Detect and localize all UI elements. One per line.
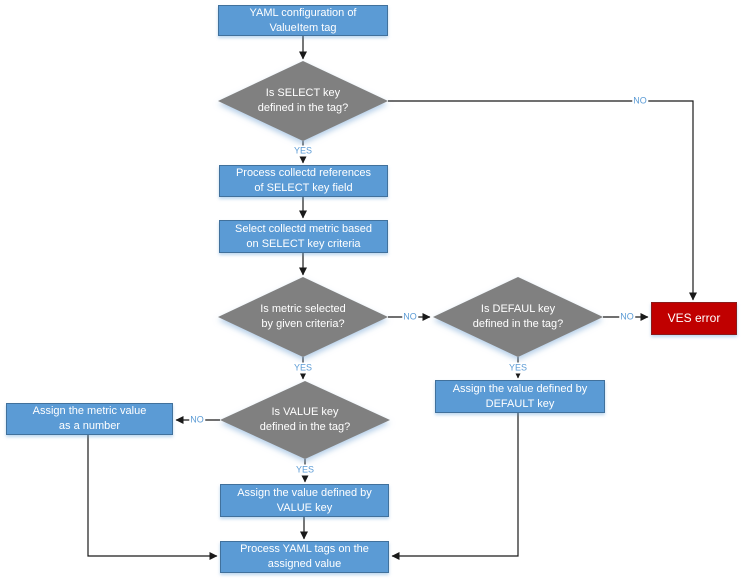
node-label: Process YAML tags on the assigned value	[240, 543, 369, 570]
node-process-yaml-tags: Process YAML tags on the assigned value	[220, 541, 389, 573]
node-label: YAML configuration of ValueItem tag	[249, 6, 357, 34]
node-label: Process collectd references of SELECT ke…	[235, 167, 372, 194]
edge-label-select-no: NO	[632, 95, 648, 107]
decision-label: Is DEFAUL key defined in the tag?	[472, 302, 564, 330]
edge-label-value-no: NO	[189, 414, 205, 426]
decision-label: Is VALUE key defined in the tag?	[259, 405, 351, 433]
decision-label: Is metric selected by given criteria?	[260, 302, 346, 330]
edge-label-default-yes: YES	[507, 362, 529, 374]
decision-select-key: Is SELECT key defined in the tag?	[218, 61, 388, 141]
decision-default-key: Is DEFAUL key defined in the tag?	[433, 277, 603, 357]
node-assign-default: Assign the value defined by DEFAULT key	[435, 380, 605, 413]
edge-label-select-yes: YES	[292, 145, 314, 157]
node-label: Assign the metric value as a number	[32, 405, 147, 432]
edge-label-metric-no: NO	[402, 311, 418, 323]
node-ves-error: VES error	[651, 302, 737, 335]
node-process-references: Process collectd references of SELECT ke…	[219, 165, 388, 197]
edge-label-value-yes: YES	[294, 464, 316, 476]
edge-label-metric-yes: YES	[292, 362, 314, 374]
node-label: VES error	[667, 311, 721, 326]
node-assign-number: Assign the metric value as a number	[6, 403, 173, 435]
node-assign-value: Assign the value defined by VALUE key	[220, 484, 389, 517]
node-select-metric: Select collectd metric based on SELECT k…	[219, 220, 388, 253]
node-label: Assign the value defined by VALUE key	[237, 486, 372, 514]
node-label: Select collectd metric based on SELECT k…	[235, 222, 372, 250]
decision-value-key: Is VALUE key defined in the tag?	[220, 381, 390, 459]
decision-label: Is SELECT key defined in the tag?	[257, 86, 349, 114]
node-yaml-configuration: YAML configuration of ValueItem tag	[218, 5, 388, 36]
edge-number-to-processtags	[87, 435, 218, 560]
edge-default-to-processtags	[391, 413, 519, 560]
edge-select-no-to-error	[388, 100, 697, 301]
edge-label-default-no: NO	[619, 311, 635, 323]
decision-metric-selected: Is metric selected by given criteria?	[218, 277, 388, 357]
node-label: Assign the value defined by DEFAULT key	[452, 382, 588, 410]
